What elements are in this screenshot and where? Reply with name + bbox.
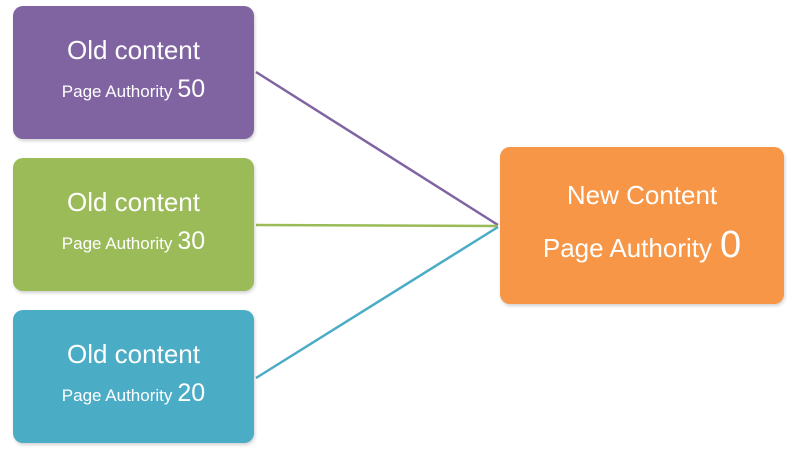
new-content-title: New Content (566, 180, 718, 210)
old-content-title: Old content (67, 187, 200, 217)
connector-old-2-to-new (255, 223, 499, 228)
page-authority-row: Page Authority 50 (62, 75, 205, 104)
page-authority-value: 20 (177, 379, 206, 407)
connector-old-3-to-new (255, 225, 499, 380)
old-content-box-2: Old content Page Authority 30 (13, 158, 254, 291)
page-authority-value: 0 (719, 224, 742, 266)
old-content-title: Old content (67, 35, 200, 65)
page-authority-row: Page Authority 0 (543, 224, 741, 267)
page-authority-label: Page Authority (61, 82, 173, 101)
page-authority-value: 30 (177, 227, 206, 255)
page-authority-label: Page Authority (542, 233, 712, 263)
old-content-box-3: Old content Page Authority 20 (13, 310, 254, 443)
page-authority-row: Page Authority 20 (62, 379, 205, 408)
old-content-title: Old content (67, 339, 200, 369)
old-content-box-1: Old content Page Authority 50 (13, 6, 254, 139)
page-authority-label: Page Authority (61, 386, 173, 405)
page-authority-value: 50 (177, 75, 206, 103)
page-authority-row: Page Authority 30 (62, 227, 205, 256)
new-content-box: New Content Page Authority 0 (500, 147, 784, 304)
connector-old-1-to-new (255, 70, 499, 227)
page-authority-label: Page Authority (61, 234, 173, 253)
